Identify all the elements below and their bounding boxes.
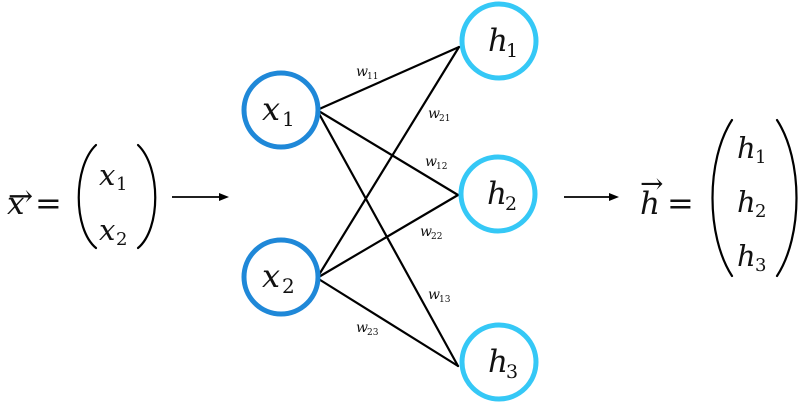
input-node-x2: x 2 [241, 237, 321, 317]
input-component-1-sub: 1 [116, 174, 127, 195]
hidden-node-h1-ring [459, 1, 539, 81]
output-component-2-base: h [737, 185, 756, 219]
hidden-node-h3: h 3 [459, 322, 539, 402]
weight-w21-base: w [428, 106, 440, 122]
hidden-node-h2: h 2 [458, 154, 538, 234]
hidden-node-h3-sub: 3 [506, 361, 518, 383]
input-component-2-base: x [99, 213, 115, 247]
input-flow-arrow-head [219, 193, 229, 201]
hidden-node-h1-sub: 1 [506, 40, 518, 62]
input-node-x2-sub: 2 [282, 274, 295, 298]
input-component-1-base: x [99, 158, 115, 192]
weight-w12-base: w [425, 154, 437, 170]
input-vector-equation: → x = x 1 x 2 [7, 143, 157, 250]
output-component-3-base: h [737, 239, 756, 273]
output-left-paren [711, 118, 734, 278]
edge-x1-h1 [315, 45, 461, 112]
input-node-x1-ring [241, 70, 321, 150]
weight-w11-sub: 11 [367, 72, 378, 82]
output-component-1-sub: 1 [755, 147, 766, 168]
input-node-x2-base: x [262, 257, 280, 295]
output-flow-arrow [564, 193, 619, 201]
weight-w23-sub: 23 [367, 328, 379, 338]
input-vector-symbol: x [7, 186, 25, 222]
output-component-2-sub: 2 [755, 201, 766, 222]
output-component-1-base: h [737, 131, 756, 165]
input-flow-arrow [172, 193, 229, 201]
input-node-x1: x 1 [241, 70, 321, 150]
hidden-node-h1-base: h [488, 23, 508, 59]
weight-w13-base: w [428, 287, 440, 303]
hidden-node-h2-sub: 2 [505, 193, 517, 215]
input-vector-equals: = [35, 184, 62, 222]
output-right-paren [775, 118, 798, 278]
weight-w22-base: w [420, 224, 432, 240]
hidden-node-h2-ring [458, 154, 538, 234]
input-node-x1-sub: 1 [282, 107, 295, 131]
weight-w11-base: w [356, 64, 368, 80]
input-node-x2-ring [241, 237, 321, 317]
edge-x2-h2 [315, 193, 460, 280]
input-node-x1-base: x [262, 90, 280, 128]
output-flow-arrow-head [609, 193, 619, 201]
output-component-3-sub: 3 [755, 255, 766, 276]
edge-x2-h3 [315, 276, 460, 368]
input-right-paren [136, 143, 157, 250]
hidden-node-h2-base: h [487, 176, 507, 212]
input-component-2-sub: 2 [116, 229, 127, 250]
weight-w22-sub: 22 [431, 232, 442, 242]
edge-x1-h3 [315, 108, 460, 368]
weight-w23-base: w [356, 320, 368, 336]
output-vector-symbol: h [640, 186, 660, 222]
output-vector-equation: → h = h 1 h 2 h 3 [640, 118, 798, 278]
weight-labels: w 11 w 21 w 12 w 22 w 13 w 23 [356, 64, 451, 338]
output-vector-arrow: → [640, 167, 663, 200]
output-vector-equals: = [667, 184, 694, 222]
edge-x2-h1 [315, 45, 461, 280]
hidden-node-h3-ring [459, 322, 539, 402]
weight-w13-sub: 13 [439, 295, 451, 305]
hidden-node-h3-base: h [488, 344, 508, 380]
input-left-paren [77, 143, 98, 250]
weight-w21-sub: 21 [439, 114, 450, 124]
input-vector-arrow: → [8, 179, 33, 214]
connections [315, 45, 461, 368]
edge-x1-h2 [315, 108, 460, 197]
weight-w12-sub: 12 [436, 162, 447, 172]
hidden-node-h1: h 1 [459, 1, 539, 81]
